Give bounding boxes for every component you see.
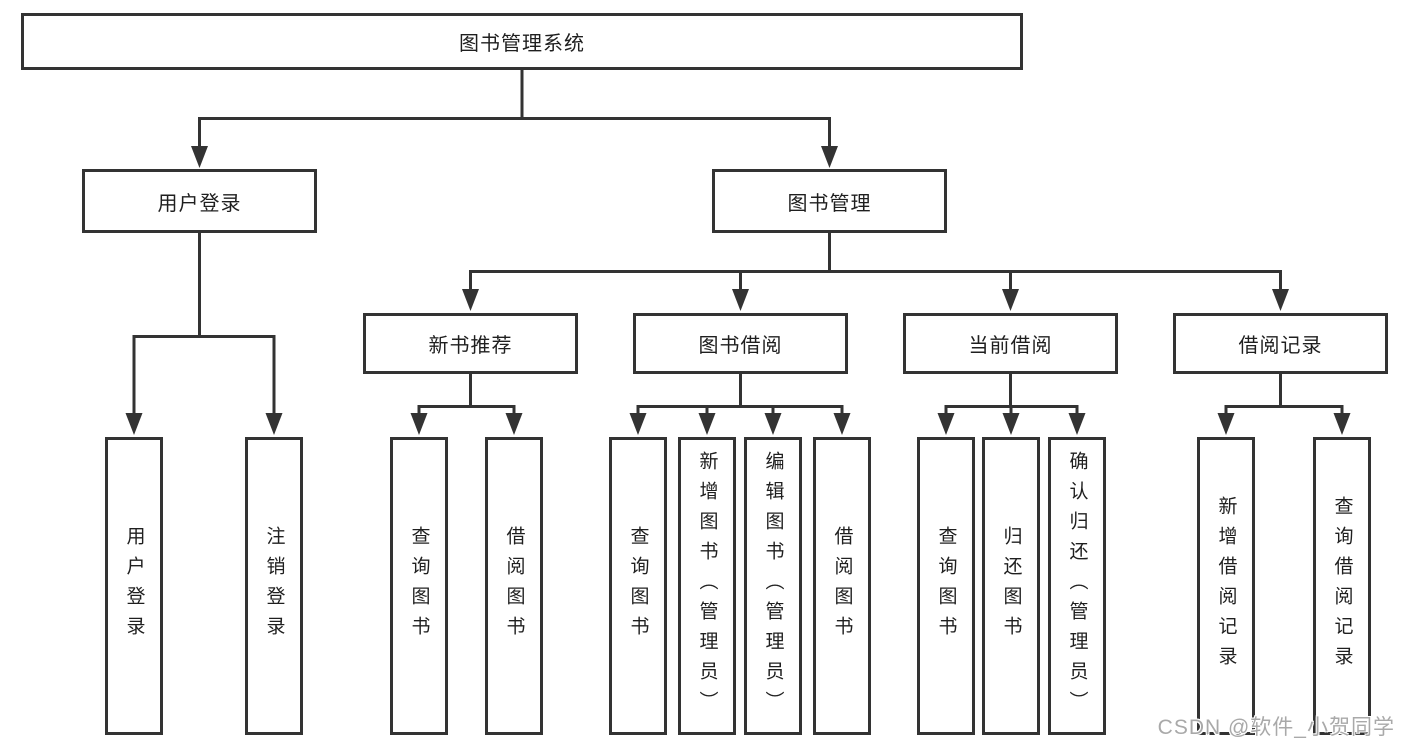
leaf-query-books: 查询图书 xyxy=(390,437,448,735)
node-borrow-record: 借阅记录 xyxy=(1173,313,1388,374)
node-label: 借阅图书 xyxy=(503,526,525,646)
leaf-confirm-return-admin: 确认归还（管理员） xyxy=(1048,437,1106,735)
node-label: 用户登录 xyxy=(123,526,145,646)
leaf-query-borrow-record: 查询借阅记录 xyxy=(1313,437,1371,735)
node-label: 借阅记录 xyxy=(1238,335,1323,357)
node-label: 查询图书 xyxy=(627,526,649,646)
node-label: 查询图书 xyxy=(408,526,430,646)
node-label: 注销登录 xyxy=(263,526,285,646)
leaf-add-borrow-record: 新增借阅记录 xyxy=(1197,437,1255,735)
leaf-return-books: 归还图书 xyxy=(982,437,1040,735)
leaf-borrow-books: 借阅图书 xyxy=(485,437,543,735)
node-label: 当前借阅 xyxy=(968,335,1053,357)
watermark-text: CSDN @软件_小贺同学 xyxy=(1157,716,1395,739)
node-label: 查询图书 xyxy=(935,526,957,646)
node-book-borrow: 图书借阅 xyxy=(633,313,848,374)
leaf-edit-books-admin: 编辑图书（管理员） xyxy=(744,437,802,735)
node-label: 图书管理 xyxy=(787,192,872,215)
node-label: 用户登录 xyxy=(157,192,242,215)
node-label: 查询借阅记录 xyxy=(1331,496,1353,676)
node-label: 新书推荐 xyxy=(428,335,513,357)
node-user-login: 用户登录 xyxy=(82,169,317,233)
node-new-book-recommend: 新书推荐 xyxy=(363,313,578,374)
node-book-management: 图书管理 xyxy=(712,169,947,233)
node-current-borrow: 当前借阅 xyxy=(903,313,1118,374)
leaf-query-books: 查询图书 xyxy=(917,437,975,735)
leaf-logout: 注销登录 xyxy=(245,437,303,735)
leaf-user-login: 用户登录 xyxy=(105,437,163,735)
node-label: 新增借阅记录 xyxy=(1215,496,1237,676)
node-label: 图书管理系统 xyxy=(459,33,585,55)
node-label: 新增图书（管理员） xyxy=(696,451,718,721)
node-label: 借阅图书 xyxy=(831,526,853,646)
node-label: 编辑图书（管理员） xyxy=(762,451,784,721)
node-root-library-system: 图书管理系统 xyxy=(21,13,1023,70)
node-label: 图书借阅 xyxy=(698,335,783,357)
leaf-query-books: 查询图书 xyxy=(609,437,667,735)
node-label: 归还图书 xyxy=(1000,526,1022,646)
leaf-borrow-books: 借阅图书 xyxy=(813,437,871,735)
node-label: 确认归还（管理员） xyxy=(1066,451,1088,721)
leaf-add-books-admin: 新增图书（管理员） xyxy=(678,437,736,735)
